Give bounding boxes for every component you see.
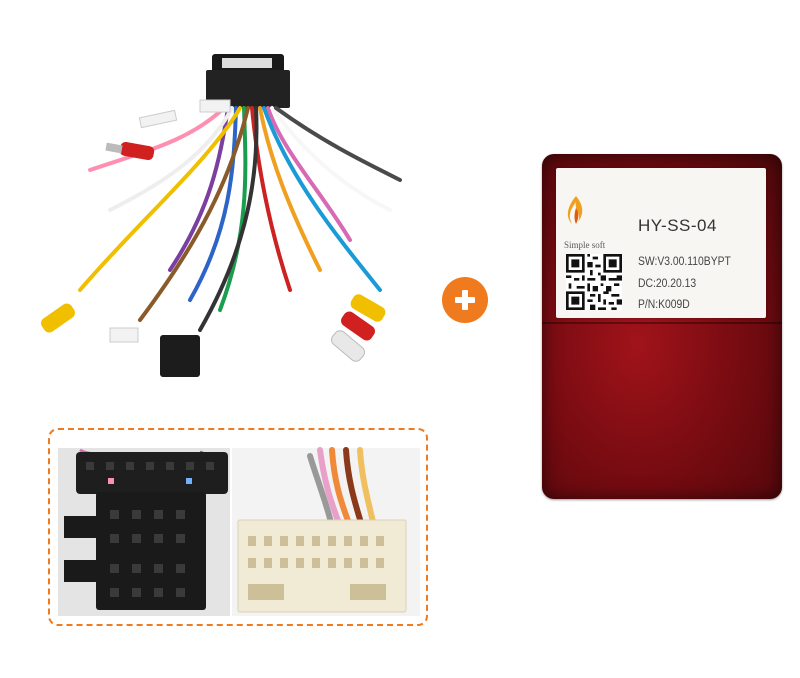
part-number: P/N:K009D (638, 299, 690, 311)
connector-detail-panel (48, 428, 428, 626)
decoder-box-image: Simple soft HY-SS-04 SW:V3.00.110BYPT DC… (542, 154, 782, 499)
brand-name: Simple soft (564, 240, 606, 250)
product-label: Simple soft HY-SS-04 SW:V3.00.110BYPT DC… (556, 168, 766, 318)
plus-icon (442, 277, 488, 323)
model-number: HY-SS-04 (638, 216, 717, 235)
brand-logo-icon (567, 196, 583, 224)
connector-detail-image (64, 447, 407, 613)
qr-code (566, 254, 622, 310)
wiring-harness-image (41, 54, 402, 377)
software-version: SW:V3.00.110BYPT (638, 256, 731, 268)
date-code: DC:20.20.13 (638, 278, 697, 290)
